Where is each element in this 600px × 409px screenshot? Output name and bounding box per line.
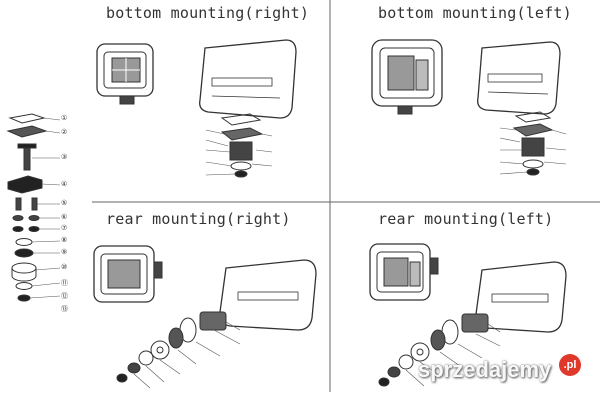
watermark-badge: .pl: [559, 354, 581, 376]
lamp-front-top-right: [371, 39, 443, 115]
legend-num-6: ⑥: [61, 213, 68, 221]
lamp-back-bottom-left: [219, 259, 317, 331]
exploded-parts-bottom-right: [378, 313, 489, 387]
legend-num-8: ⑧: [61, 236, 68, 244]
title-bottom-mounting-right: bottom mounting(right): [106, 4, 310, 22]
callouts-bottom-right: [405, 323, 501, 387]
legend-num-13: ⑬: [61, 305, 68, 313]
lamp-back-bottom-right: [475, 261, 567, 333]
parts-leader-lines: [29, 117, 61, 299]
legend-num-2: ②: [61, 128, 68, 136]
lamp-front-top-left: [96, 43, 154, 105]
callouts-bottom-left: [133, 321, 241, 389]
legend-num-5: ⑤: [61, 199, 68, 207]
legend-num-3: ③: [61, 153, 68, 161]
legend-num-11: ⑪: [61, 279, 68, 287]
callouts-top-left: [205, 129, 273, 176]
lamp-front-bottom-right: [369, 243, 439, 301]
legend-num-10: ⑩: [61, 263, 68, 271]
lamp-back-top-left: [199, 39, 297, 119]
bracket-stack-top-left: [220, 113, 264, 178]
parts-column: [6, 113, 48, 302]
legend-num-7: ⑦: [61, 224, 68, 232]
title-bottom-mounting-left: bottom mounting(left): [378, 4, 572, 22]
legend-num-12: ⑫: [61, 292, 68, 300]
legend-num-1: ①: [61, 114, 68, 122]
watermark-text: sprzedajemy: [418, 357, 552, 382]
title-rear-mounting-right: rear mounting(right): [106, 210, 291, 228]
title-rear-mounting-left: rear mounting(left): [378, 210, 554, 228]
lamp-back-top-right: [477, 41, 561, 115]
callouts-top-right: [499, 127, 567, 175]
exploded-parts-bottom-left: [116, 311, 227, 383]
legend-num-9: ⑨: [61, 248, 68, 256]
legend-num-4: ④: [61, 180, 68, 188]
lamp-front-bottom-left: [93, 245, 163, 303]
bracket-stack-top-right: [512, 111, 554, 176]
